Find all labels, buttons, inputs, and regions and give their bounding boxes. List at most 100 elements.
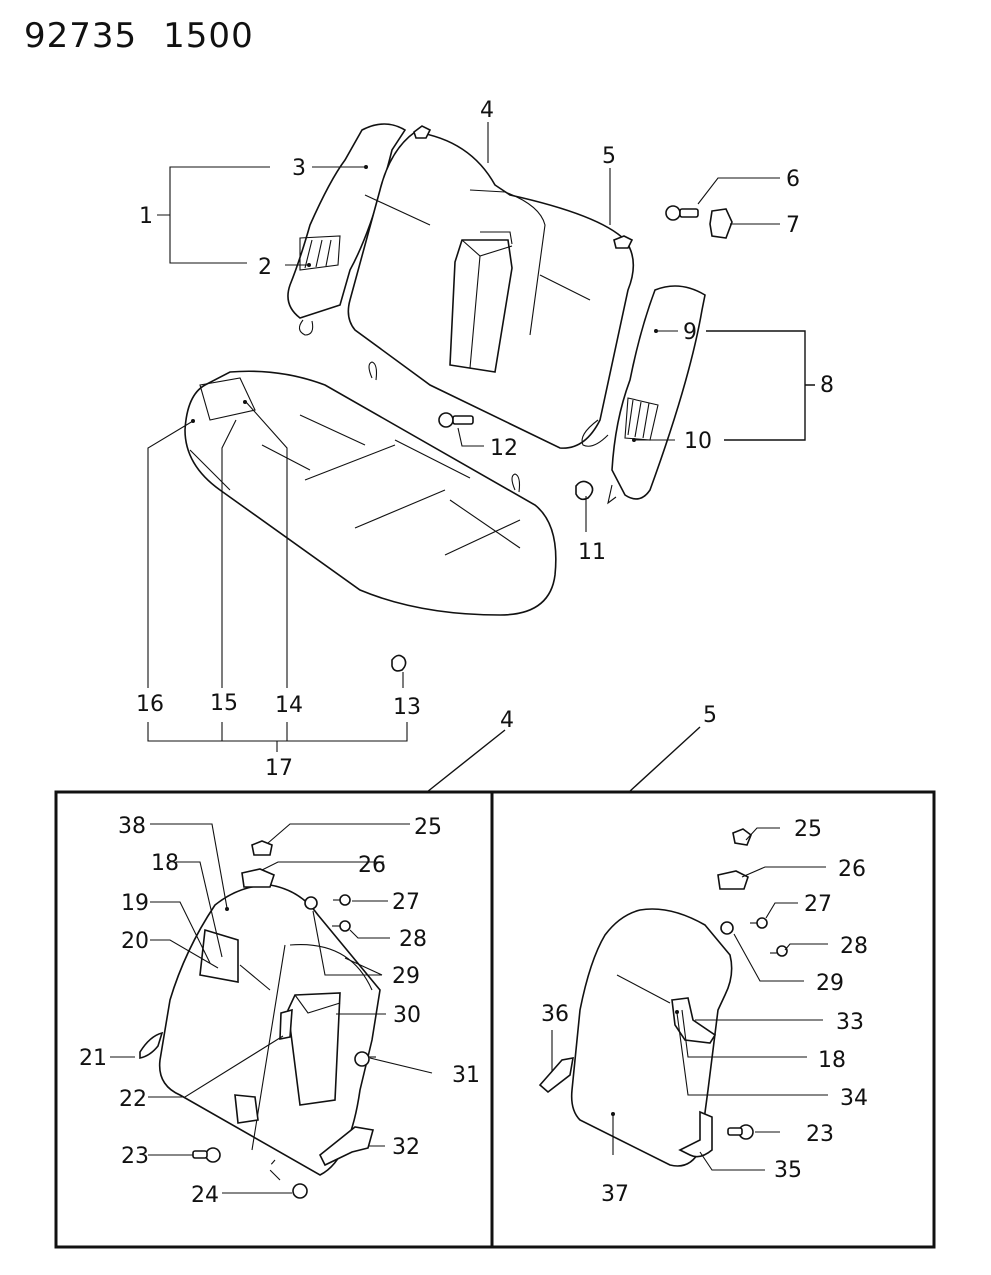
hinge-22[interactable] xyxy=(279,1008,293,1040)
right-seatback-seam xyxy=(616,974,671,1004)
leader-22 xyxy=(148,1035,284,1098)
leader-12 xyxy=(457,427,484,447)
callout-24: 24 xyxy=(191,1183,219,1208)
right-bolster-hook xyxy=(607,484,617,505)
callout-29-left: 29 xyxy=(392,964,420,989)
callout-3: 3 xyxy=(292,156,306,181)
leader-29-right xyxy=(733,933,804,982)
seam-left xyxy=(364,194,431,226)
right-side-bolster[interactable] xyxy=(611,285,706,500)
bolt-23-right[interactable] xyxy=(727,1124,754,1140)
screw-27-left[interactable] xyxy=(333,894,351,906)
clip-11[interactable] xyxy=(575,480,594,501)
callout-16: 16 xyxy=(136,692,164,717)
center-armrest[interactable] xyxy=(449,239,513,373)
cushion-seams xyxy=(189,414,521,556)
left-detail xyxy=(139,840,381,1199)
callout-13: 13 xyxy=(393,695,421,720)
bolster-vent-slats xyxy=(304,239,332,269)
bracket-33[interactable] xyxy=(671,997,717,1044)
clip-13[interactable] xyxy=(391,654,407,672)
callout-26-left: 26 xyxy=(358,853,386,878)
armrest-top-tab xyxy=(480,231,513,245)
leader-26-left xyxy=(261,861,384,871)
hinge-36[interactable] xyxy=(538,1057,574,1094)
right-seatback-panel[interactable] xyxy=(570,908,733,1167)
callout-21: 21 xyxy=(79,1046,107,1071)
screw-28-left[interactable] xyxy=(332,920,351,932)
clip-26-left[interactable] xyxy=(241,868,275,888)
detail-ref-4: 4 xyxy=(500,708,514,733)
leader-27-right xyxy=(765,902,798,919)
leader-25-right xyxy=(745,827,780,841)
detail-ref-leader-5 xyxy=(628,726,701,793)
screw-27-right[interactable] xyxy=(750,917,768,929)
group-number: 1500 xyxy=(163,16,254,56)
clip-25-right[interactable] xyxy=(732,828,752,846)
screw-28-right[interactable] xyxy=(770,945,788,957)
leader-18-right xyxy=(681,1009,807,1058)
armrest-edges xyxy=(461,239,513,369)
bracket-8 xyxy=(706,330,815,441)
callout-25-right: 25 xyxy=(794,817,822,842)
detail-frame xyxy=(54,790,936,1249)
leader-26-right xyxy=(741,866,826,878)
seat-cushion[interactable] xyxy=(184,361,557,616)
seat-cushion-body[interactable] xyxy=(184,370,557,616)
bolt-23-left[interactable] xyxy=(192,1147,221,1163)
callout-37: 37 xyxy=(601,1182,629,1207)
left-side-bolster[interactable] xyxy=(287,123,407,319)
callout-12: 12 xyxy=(490,436,518,461)
callout-11: 11 xyxy=(578,540,606,565)
nut-29-left[interactable] xyxy=(304,896,318,910)
plug-31[interactable] xyxy=(354,1051,376,1067)
callout-4: 4 xyxy=(480,98,494,123)
top-clip-right xyxy=(613,235,634,249)
callout-8: 8 xyxy=(820,373,834,398)
back-hook-right xyxy=(581,419,609,447)
cushion-corner-panel xyxy=(199,377,256,421)
nut-24[interactable] xyxy=(292,1183,308,1199)
leader-28-right xyxy=(784,943,828,951)
cushion-hook-right xyxy=(511,473,521,493)
armrest-30-edge xyxy=(294,994,341,1014)
rear-seat-back-assembly xyxy=(287,123,635,449)
callout-1: 1 xyxy=(139,204,153,229)
clip-26-right[interactable] xyxy=(717,870,749,890)
striker-32[interactable] xyxy=(318,1126,375,1167)
clip-7[interactable] xyxy=(709,208,733,239)
callout-25-left: 25 xyxy=(414,815,442,840)
hook-21[interactable] xyxy=(139,1031,164,1059)
bolster-hook xyxy=(298,319,314,336)
callout-18-right: 18 xyxy=(818,1048,846,1073)
callout-7: 7 xyxy=(786,213,800,238)
callout-35: 35 xyxy=(774,1158,802,1183)
striker-35[interactable] xyxy=(678,1110,713,1158)
right-bolster-vent-slats xyxy=(627,399,650,439)
callout-30: 30 xyxy=(393,1003,421,1028)
bolt-6[interactable] xyxy=(665,205,699,221)
detail-ref-leader-4 xyxy=(426,729,506,793)
callout-20: 20 xyxy=(121,929,149,954)
callout-28-right: 28 xyxy=(840,934,868,959)
dashed-guide-24 xyxy=(267,1159,281,1181)
callout-9: 9 xyxy=(683,320,697,345)
callout-34: 34 xyxy=(840,1086,868,1111)
leader-15 xyxy=(221,419,237,688)
leader-35 xyxy=(699,1151,765,1171)
lower-hinge[interactable] xyxy=(234,1094,259,1124)
callout-32: 32 xyxy=(392,1135,420,1160)
clip-25-left[interactable] xyxy=(251,840,273,856)
armrest-30[interactable] xyxy=(287,992,341,1106)
callout-6: 6 xyxy=(786,167,800,192)
nut-29-right[interactable] xyxy=(720,921,734,935)
leader-34 xyxy=(676,1012,828,1096)
leader-25-left xyxy=(267,823,410,844)
bracket-17 xyxy=(147,722,408,752)
leader-19 xyxy=(150,901,211,964)
bracket-18[interactable] xyxy=(199,928,239,983)
bolt-12[interactable] xyxy=(438,412,474,428)
callout-5: 5 xyxy=(602,144,616,169)
